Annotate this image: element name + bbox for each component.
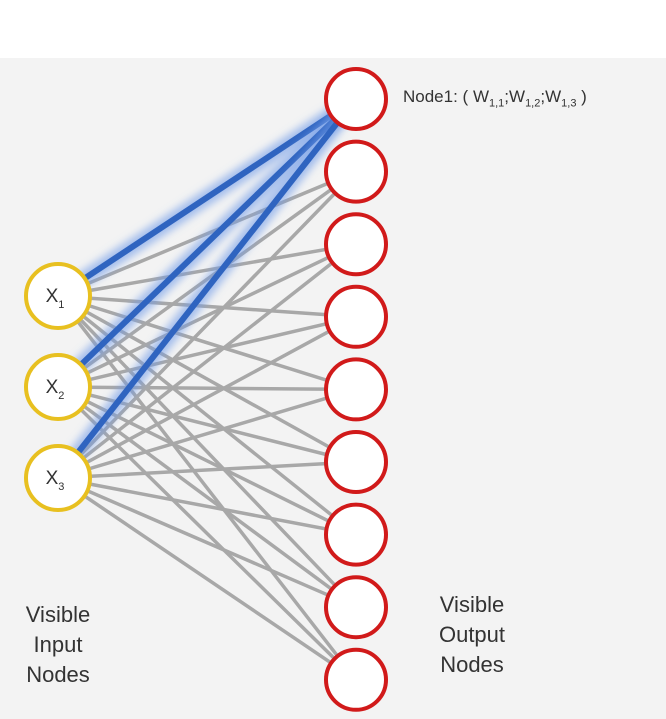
edge-x2-node3: [57, 242, 357, 389]
edge-x1-node5: [57, 294, 357, 392]
edge-x1-node4: [57, 294, 357, 319]
edge-x1-node6: [57, 294, 357, 464]
input-node-2-label: X2: [46, 377, 65, 402]
input-node-1-label: X1: [46, 286, 65, 311]
highlight-edge-x2-node1: [55, 96, 359, 390]
highlight-edge-x3-node1: [55, 97, 359, 480]
output-node-5: [324, 357, 388, 422]
output-nodes: [324, 67, 388, 712]
edge-x3-node5: [57, 387, 357, 480]
annotation-weight-2: W1,2: [509, 87, 541, 110]
edge-x3-node8: [57, 476, 357, 609]
edge-x2-node4: [57, 315, 357, 389]
highlighted-edges: [51, 92, 363, 483]
output-node-9: [324, 647, 388, 712]
edge-x1-node9: [56, 294, 358, 681]
node1-weight-annotation: Node1: ( W1,1;W1,2;W1,3 ): [403, 87, 587, 109]
edge-x3-node3: [56, 242, 358, 480]
edge-x3-node4: [57, 315, 357, 480]
annotation-separator: ;: [540, 87, 546, 106]
output-node-6: [324, 430, 388, 494]
edge-x2-node5: [57, 385, 357, 392]
edge-x3-node9: [57, 476, 357, 682]
edge-x2-node9: [56, 385, 358, 682]
edge-x1-node3: [57, 242, 357, 298]
output-node-8: [324, 575, 388, 640]
input-node-1: [24, 262, 92, 330]
input-node-3: [24, 444, 92, 512]
highlight-edge-x1-node1: [56, 96, 358, 299]
connection-edges: [56, 169, 358, 682]
output-node-2: [324, 139, 388, 204]
annotation-weight-1: W1,1: [472, 87, 505, 110]
output-node-7: [324, 502, 388, 567]
output-node-1: [324, 67, 388, 131]
annotation-weight-3: W1,3: [545, 87, 577, 110]
output-nodes-caption: Visible Output Nodes: [438, 592, 506, 677]
edge-x3-node7: [57, 476, 357, 537]
edge-x2-node6: [57, 385, 357, 464]
output-node-4: [324, 284, 388, 349]
output-node-3: [324, 212, 388, 277]
input-node-3-label: X3: [46, 468, 65, 493]
edge-x3-node6: [57, 460, 357, 480]
annotation-prefix: Node1: (: [403, 87, 473, 106]
annotation-suffix: ): [576, 87, 587, 106]
input-nodes-caption: Visible Input Nodes: [25, 602, 91, 687]
annotation-separator: ;: [504, 87, 510, 106]
input-node-2: [24, 353, 92, 421]
